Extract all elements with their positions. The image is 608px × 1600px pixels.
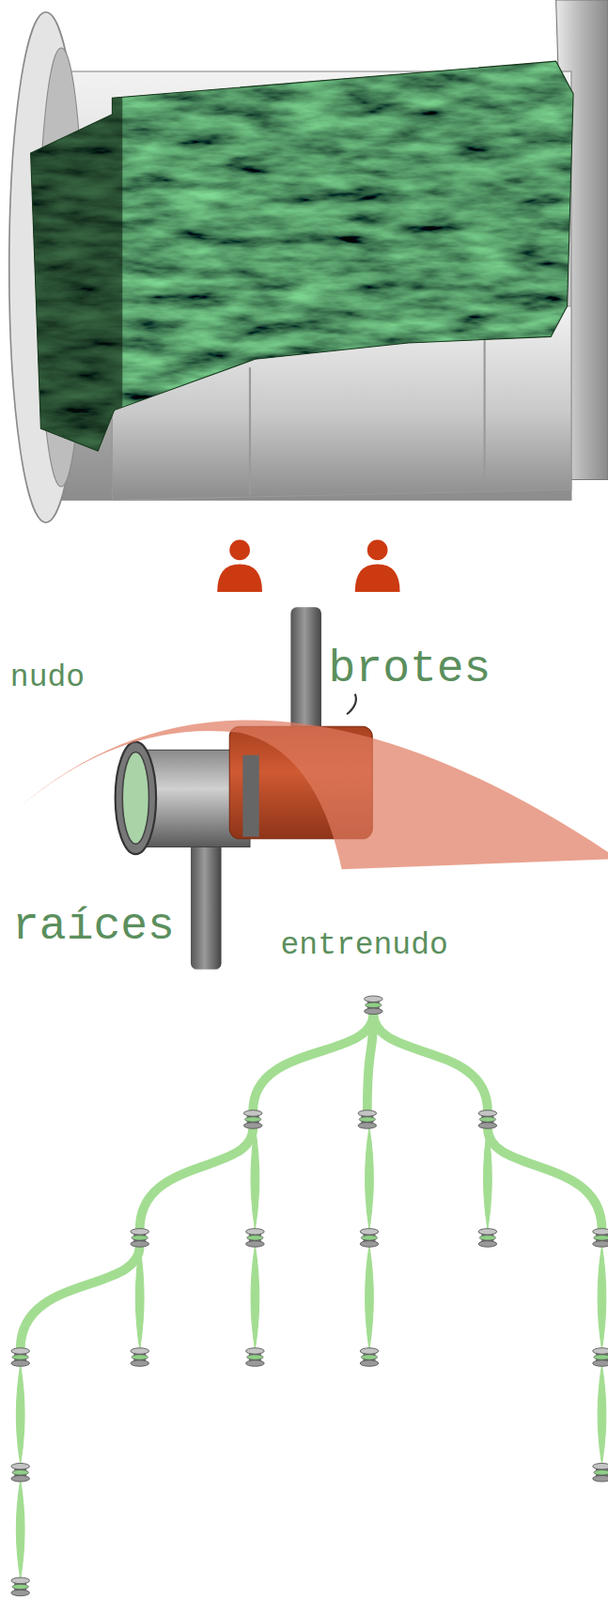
spool-icon: [11, 1463, 31, 1482]
person-icon: [217, 540, 263, 593]
growth-arc: [18, 719, 608, 870]
tree-link: [250, 1246, 260, 1350]
spool-icon: [592, 1229, 608, 1248]
tree-link: [135, 1246, 144, 1350]
tree-link: [365, 1127, 375, 1231]
spool-icon: [246, 1229, 266, 1248]
tree-link: [15, 1481, 25, 1579]
spool-icon: [243, 1110, 263, 1130]
tree-link: [597, 1246, 607, 1350]
tree-link: [250, 1127, 260, 1231]
tree-link: [597, 1365, 607, 1465]
tree-link: [373, 1013, 488, 1111]
part-label: entrenudo: [280, 927, 449, 966]
spool-icon: [130, 1348, 150, 1368]
tree-link: [20, 1246, 141, 1350]
spool-icon: [478, 1110, 498, 1130]
spool-icon: [130, 1229, 150, 1248]
tree-link: [15, 1365, 25, 1465]
part-label: raíces: [12, 900, 175, 955]
spool-icon: [11, 1348, 31, 1368]
part-label: brotes: [328, 642, 492, 698]
tree-link: [140, 1127, 253, 1231]
node-tree: [11, 996, 608, 1597]
tree-link: [252, 1013, 374, 1111]
spool-icon: [478, 1229, 498, 1248]
spool-icon: [592, 1348, 608, 1368]
spool-icon: [246, 1348, 266, 1368]
spool-icon: [364, 996, 384, 1015]
pipe-fitting-3d: [9, 0, 608, 523]
spool-icon: [11, 1577, 31, 1597]
part-label: nudo: [10, 659, 85, 698]
spool-icon: [359, 1348, 379, 1368]
tree-link: [365, 1246, 375, 1350]
tree-link: [367, 1013, 375, 1111]
spool-icon: [358, 1110, 377, 1130]
tree-link: [487, 1127, 603, 1231]
spool-icon: [592, 1463, 608, 1482]
spool-icon: [359, 1229, 379, 1248]
person-icon: [355, 540, 401, 593]
